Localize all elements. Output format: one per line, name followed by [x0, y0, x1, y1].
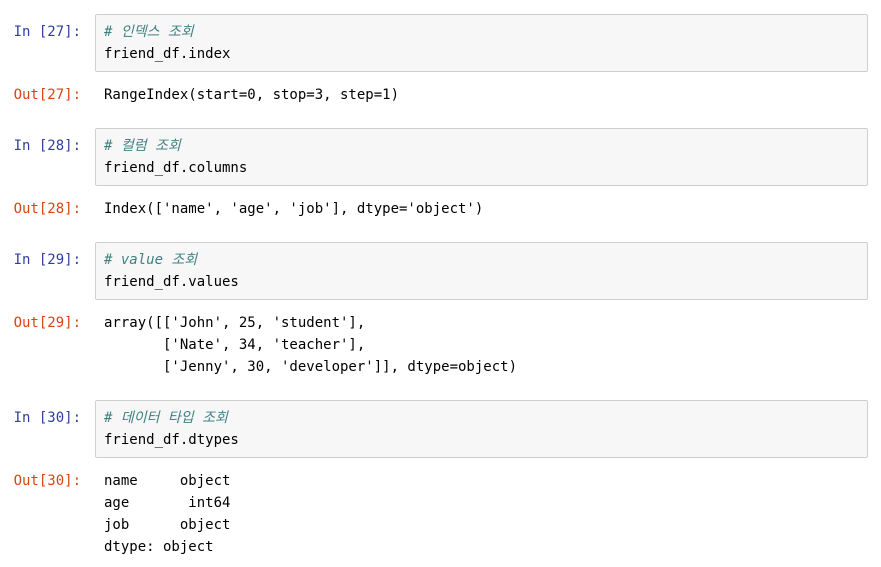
output-row: Out[29]: array([['John', 25, 'student'],… — [0, 312, 881, 378]
code-comment: # value 조회 — [104, 252, 198, 268]
output-row: Out[28]: Index(['name', 'age', 'job'], d… — [0, 198, 881, 220]
code-editor[interactable]: # 인덱스 조회 friend_df.index — [95, 14, 868, 72]
output-text: array([['John', 25, 'student'], ['Nate',… — [104, 315, 518, 375]
code-cell-27: In [27]: # 인덱스 조회 friend_df.index Out[27… — [0, 14, 881, 106]
output-row: Out[30]: name object age int64 job objec… — [0, 470, 881, 558]
input-prompt: In [27]: — [13, 24, 81, 40]
input-row: In [30]: # 데이터 타입 조회 friend_df.dtypes — [0, 400, 881, 458]
code-editor[interactable]: # 컬럼 조회 friend_df.columns — [95, 128, 868, 186]
input-prompt: In [29]: — [13, 252, 81, 268]
code-comment: # 컬럼 조회 — [104, 138, 181, 154]
code-line: friend_df.dtypes — [104, 432, 239, 448]
output-prompt: Out[30]: — [13, 473, 81, 489]
code-cell-28: In [28]: # 컬럼 조회 friend_df.columns Out[2… — [0, 128, 881, 220]
output-prompt: Out[29]: — [13, 315, 81, 331]
input-row: In [29]: # value 조회 friend_df.values — [0, 242, 881, 300]
output-text: name object age int64 job object dtype: … — [104, 473, 231, 555]
code-editor[interactable]: # 데이터 타입 조회 friend_df.dtypes — [95, 400, 868, 458]
code-cell-29: In [29]: # value 조회 friend_df.values Out… — [0, 242, 881, 378]
code-line: friend_df.index — [104, 46, 231, 62]
input-prompt: In [28]: — [13, 138, 81, 154]
code-line: friend_df.columns — [104, 160, 248, 176]
output-row: Out[27]: RangeIndex(start=0, stop=3, ste… — [0, 84, 881, 106]
output-text: Index(['name', 'age', 'job'], dtype='obj… — [104, 201, 484, 217]
output-prompt: Out[27]: — [13, 87, 81, 103]
code-cell-30: In [30]: # 데이터 타입 조회 friend_df.dtypes Ou… — [0, 400, 881, 558]
code-line: friend_df.values — [104, 274, 239, 290]
code-comment: # 인덱스 조회 — [104, 24, 194, 40]
input-row: In [27]: # 인덱스 조회 friend_df.index — [0, 14, 881, 72]
input-prompt: In [30]: — [13, 410, 81, 426]
code-comment: # 데이터 타입 조회 — [104, 410, 228, 426]
output-prompt: Out[28]: — [13, 201, 81, 217]
input-row: In [28]: # 컬럼 조회 friend_df.columns — [0, 128, 881, 186]
code-editor[interactable]: # value 조회 friend_df.values — [95, 242, 868, 300]
output-text: RangeIndex(start=0, stop=3, step=1) — [104, 87, 400, 103]
